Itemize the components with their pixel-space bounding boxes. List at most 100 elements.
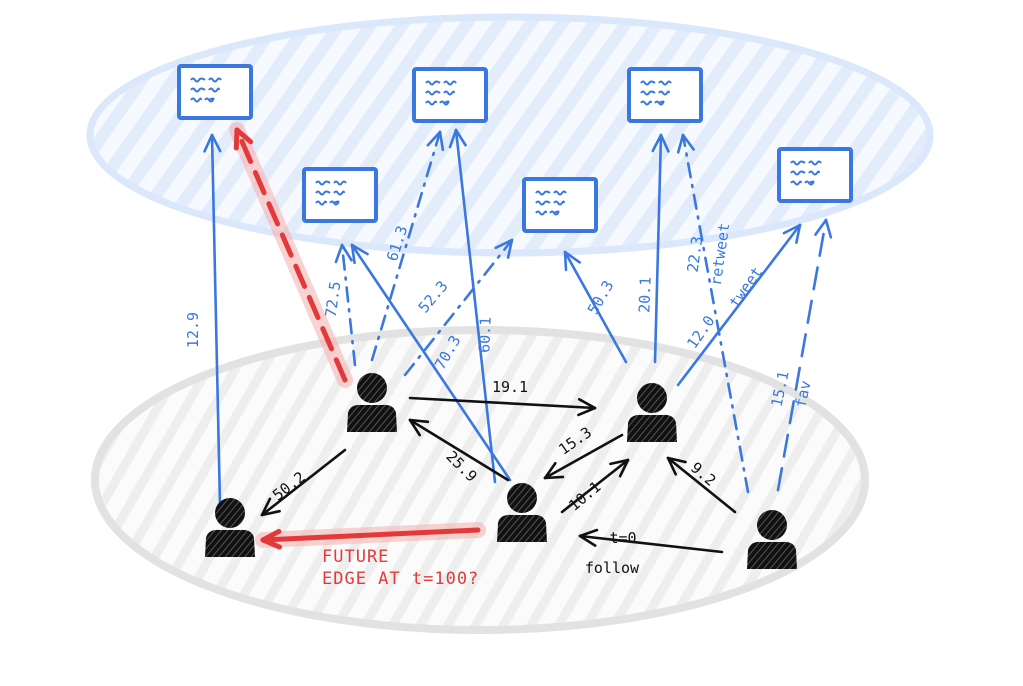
edge-future-u3-u2 <box>255 522 486 550</box>
content-layer-cloud <box>86 13 934 257</box>
edge-line <box>260 527 481 543</box>
arrowhead-icon <box>426 130 442 147</box>
arrowhead-icon <box>824 218 833 239</box>
edge-tweet-u3-d3 <box>448 128 497 484</box>
arrowhead-icon <box>651 133 663 153</box>
arrowhead-icon <box>454 128 467 147</box>
edge-follow-u5-u4 <box>666 456 737 514</box>
arrowhead-icon <box>814 218 828 236</box>
edge-line <box>350 243 512 482</box>
user-node-2 <box>205 498 255 557</box>
arrowhead-icon <box>543 461 557 480</box>
person-icon <box>637 383 667 413</box>
arrowhead-icon <box>577 406 597 417</box>
edge-weight-label: 12.0 <box>683 312 718 352</box>
edge-line <box>260 448 347 517</box>
arrowhead-icon <box>666 456 687 464</box>
edge-line <box>210 133 222 507</box>
edge-tweet-u4-d5 <box>651 133 670 364</box>
edge-line <box>454 128 497 484</box>
edge-future-u1-d1 <box>229 122 353 388</box>
tweet-card-3 <box>412 67 488 123</box>
edge-line <box>563 250 628 364</box>
edge-weight-label: 60.1 <box>475 316 494 353</box>
arrowhead-icon <box>438 130 445 152</box>
tweet-card-1 <box>177 64 253 120</box>
edge-type-label: follow <box>585 559 640 577</box>
edge-retweet-u5-d5 <box>676 133 750 494</box>
arrowhead-icon <box>578 534 597 547</box>
tweet-card-4 <box>522 177 598 233</box>
arrowhead-icon <box>666 456 678 476</box>
edge-fav-u5-d6 <box>776 218 833 492</box>
edge-line <box>666 456 737 514</box>
edge-tweet-u4-d4 <box>563 250 628 364</box>
edge-follow-u4-u3 <box>543 433 624 480</box>
edge-retweet-u1-d4 <box>403 238 514 377</box>
arrowhead-icon <box>543 475 565 480</box>
arrowhead-icon <box>210 133 222 153</box>
arrowhead-icon <box>676 133 685 154</box>
arrowhead-icon <box>203 133 214 153</box>
arrowhead-icon <box>659 133 670 153</box>
user-node-4 <box>627 383 677 442</box>
edge-weight-label: 12.9 <box>184 312 202 348</box>
arrowhead-icon <box>782 223 802 235</box>
edge-weight-label: 52.3 <box>415 277 452 316</box>
arrowhead-icon <box>563 250 582 264</box>
tweet-card-6 <box>777 147 853 203</box>
edge-line <box>681 133 750 494</box>
edge-line <box>676 223 802 387</box>
tweet-card-5 <box>627 67 703 123</box>
arrowhead-icon <box>260 528 282 543</box>
arrowhead-icon <box>408 418 422 437</box>
edge-retweet-u1-d2 <box>334 243 357 367</box>
arrowhead-icon <box>260 497 272 517</box>
edge-tweet-u3-d2 <box>350 243 512 482</box>
person-icon <box>215 498 245 528</box>
arrowhead-icon <box>618 458 630 478</box>
edge-weight-label: t=0 <box>609 529 636 547</box>
edge-follow-u1-u2 <box>260 448 347 517</box>
edge-line <box>370 130 442 362</box>
arrowhead-icon <box>577 398 597 410</box>
arrowhead-icon <box>260 509 281 517</box>
edge-line <box>776 218 828 492</box>
edge-follow-u5-u3 <box>578 528 724 554</box>
future-note-line1: FUTURE <box>322 547 389 567</box>
edge-line <box>234 127 348 383</box>
edge-weight-label: 72.5 <box>322 280 345 318</box>
user-node-3 <box>497 483 547 542</box>
arrowhead-icon <box>350 243 369 256</box>
arrowhead-icon <box>350 243 356 265</box>
tweet-card-2 <box>302 167 378 223</box>
edge-retweet-u1-d3 <box>370 130 445 362</box>
future-edge-note: FUTURE EDGE AT t=100? <box>322 547 479 589</box>
arrowhead-icon <box>681 133 695 151</box>
edge-weight-label: 22.3 <box>684 235 707 273</box>
arrowhead-icon <box>795 223 802 244</box>
edge-type-label: tweet <box>726 263 767 310</box>
edge-weight-label: 20.1 <box>635 276 654 313</box>
arrowhead-icon <box>448 128 458 149</box>
edge-follow-u3-u1 <box>408 418 510 482</box>
future-note-line2: EDGE AT t=100? <box>322 569 479 589</box>
arrowhead-icon <box>563 250 568 272</box>
edge-line <box>408 418 510 482</box>
edge-line <box>578 534 724 554</box>
edge-line <box>408 396 597 410</box>
person-icon <box>357 373 387 403</box>
arrowhead-icon <box>494 238 514 250</box>
edge-follow-u1-u4 <box>408 396 597 417</box>
arrowhead-icon <box>506 238 514 259</box>
edge-follow-u3-u4 <box>560 458 630 514</box>
user-node-5 <box>747 510 797 569</box>
edge-tweet-u4-d6 <box>676 223 802 387</box>
edge-weight-label: 19.1 <box>492 378 528 396</box>
arrowhead-icon <box>234 127 254 145</box>
person-icon <box>757 510 787 540</box>
edge-line <box>653 133 663 364</box>
edge-line <box>560 458 630 514</box>
arrowhead-icon <box>408 418 430 424</box>
